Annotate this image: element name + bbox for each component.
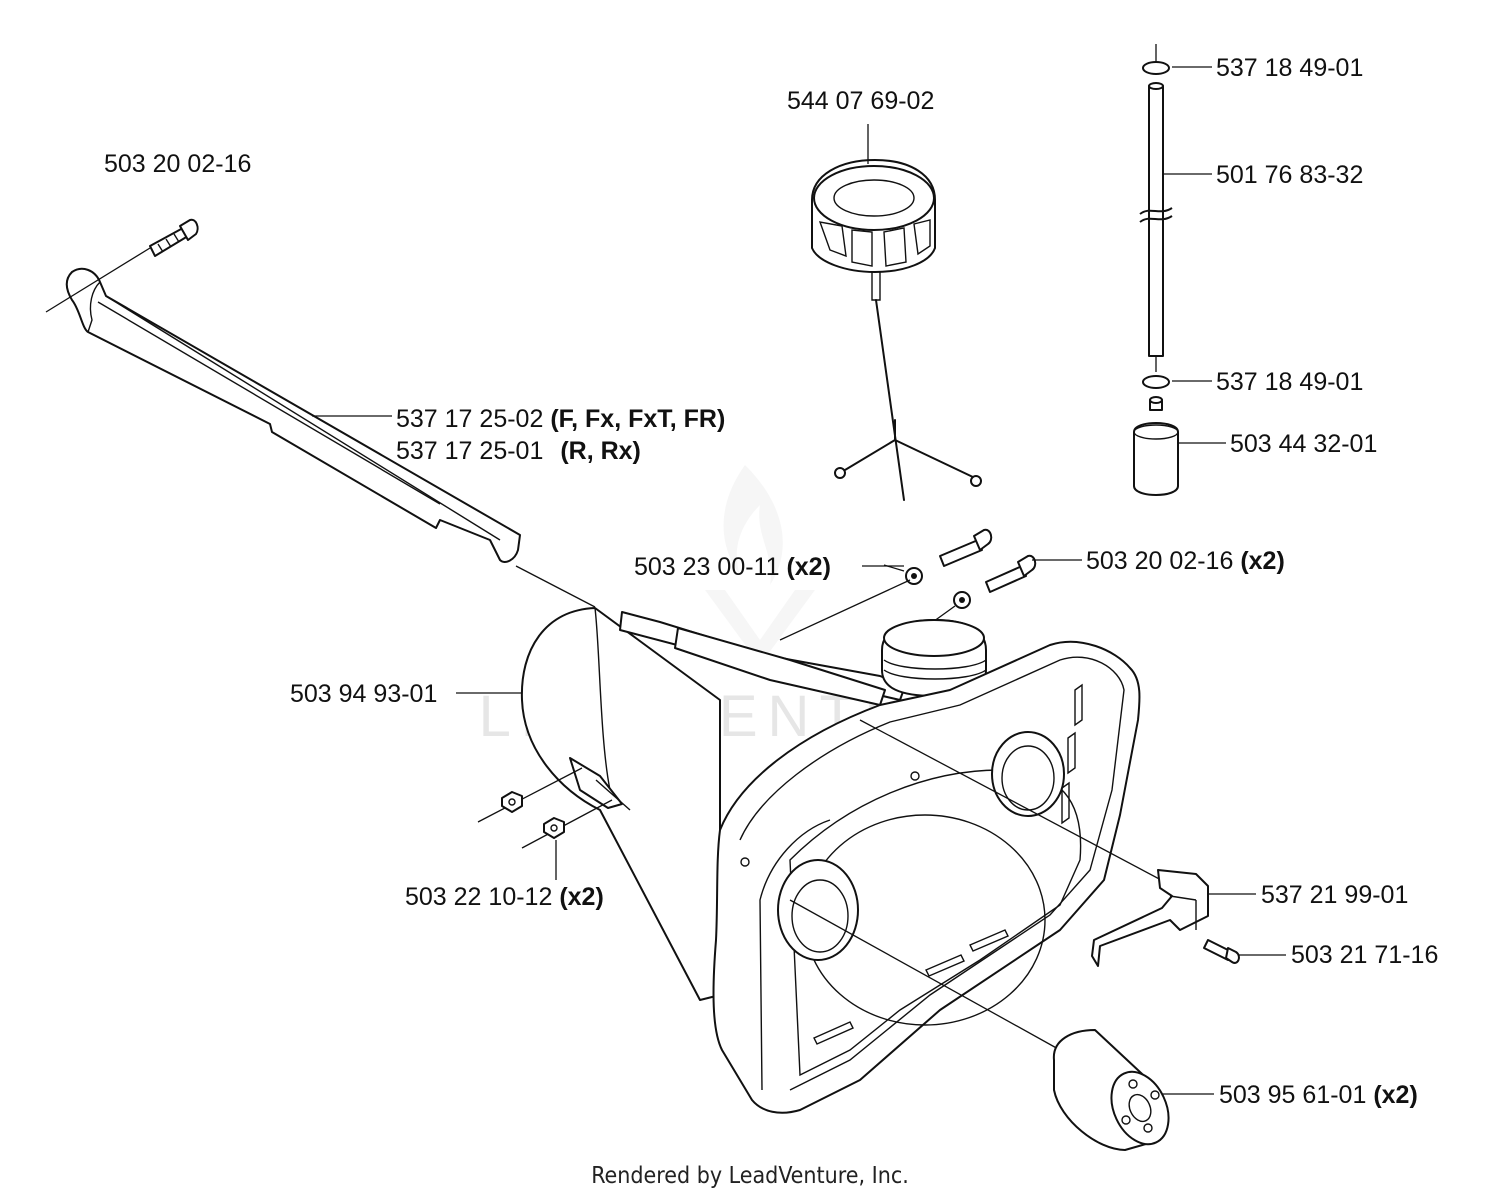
callout-nut: 503 22 10-12 (x2)	[405, 883, 604, 911]
callout-bolt-right: 503 20 02-16 (x2)	[1086, 547, 1285, 575]
fuel-tank-part	[456, 607, 1141, 1114]
callout-o-ring-bottom: 537 18 49-01	[1216, 368, 1363, 396]
damper-part	[789, 899, 1170, 1151]
callout-fuel-tank: 503 94 93-01	[290, 680, 437, 708]
bolt-top-left-part	[149, 218, 199, 257]
fuel-cap-part	[811, 124, 982, 501]
callout-o-ring-top: 537 18 49-01	[1216, 54, 1363, 82]
callout-handle-bar-2: 537 17 25-01 (R, Rx)	[396, 437, 641, 465]
callout-damper: 503 95 61-01 (x2)	[1219, 1081, 1418, 1109]
fuel-hose-part	[1133, 44, 1179, 496]
bracket-part	[859, 719, 1240, 967]
leader-lines	[312, 66, 1286, 1095]
callout-bracket: 537 21 99-01	[1261, 881, 1408, 909]
callout-fuel-cap: 544 07 69-02	[787, 87, 934, 115]
callout-fuel-filter: 503 44 32-01	[1230, 430, 1377, 458]
callout-fuel-hose: 501 76 83-32	[1216, 161, 1363, 189]
nut-part	[477, 767, 613, 880]
watermark-logo	[705, 465, 815, 665]
callout-handle-bar-1: 537 17 25-02 (F, Fx, FxT, FR)	[396, 405, 725, 433]
callout-screw-washer: 503 23 00-11 (x2)	[634, 553, 831, 581]
handle-bar-part	[45, 247, 596, 608]
callout-bracket-screw: 503 21 71-16	[1291, 941, 1438, 969]
screw-washer-part	[779, 528, 1037, 641]
footer-credit: Rendered by LeadVenture, Inc.	[591, 1163, 909, 1189]
callout-bolt-top-left: 503 20 02-16	[104, 150, 251, 178]
